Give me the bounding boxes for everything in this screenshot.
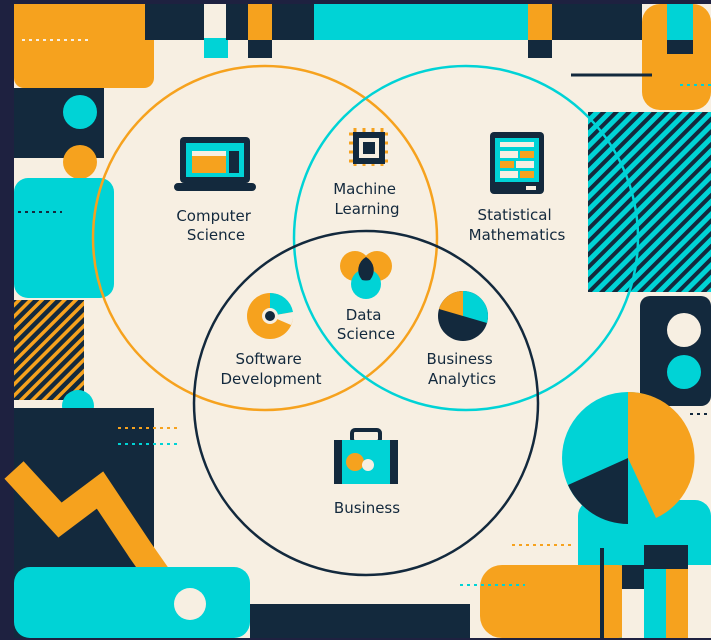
right-decor-column bbox=[460, 112, 711, 638]
label-business: Business bbox=[334, 499, 400, 517]
briefcase-icon bbox=[334, 428, 398, 484]
pie-chart-icon bbox=[438, 291, 488, 341]
left-decor-column bbox=[4, 88, 470, 638]
chip-icon bbox=[349, 128, 388, 166]
circle-computer-science bbox=[91, 64, 439, 412]
laptop-icon bbox=[174, 137, 256, 191]
venn-labels: Computer Science Machine Learning Statis… bbox=[176, 180, 565, 517]
label-computer-science: Computer Science bbox=[176, 207, 255, 244]
label-software-development: Software Development bbox=[221, 350, 322, 388]
label-business-analytics: Business Analytics bbox=[427, 350, 498, 388]
label-data-science: Data Science bbox=[337, 306, 395, 343]
circle-statistical-mathematics bbox=[292, 64, 640, 412]
venn-icon bbox=[340, 251, 392, 299]
top-decor-band bbox=[14, 4, 711, 110]
circle-business bbox=[192, 229, 540, 577]
label-machine-learning: Machine Learning bbox=[333, 180, 401, 218]
venn-circles bbox=[91, 64, 640, 577]
decor-pie-chart bbox=[562, 391, 695, 524]
disk-chart-icon bbox=[247, 292, 294, 339]
spreadsheet-icon bbox=[490, 132, 544, 194]
label-statistical-mathematics: Statistical Mathematics bbox=[469, 206, 566, 244]
